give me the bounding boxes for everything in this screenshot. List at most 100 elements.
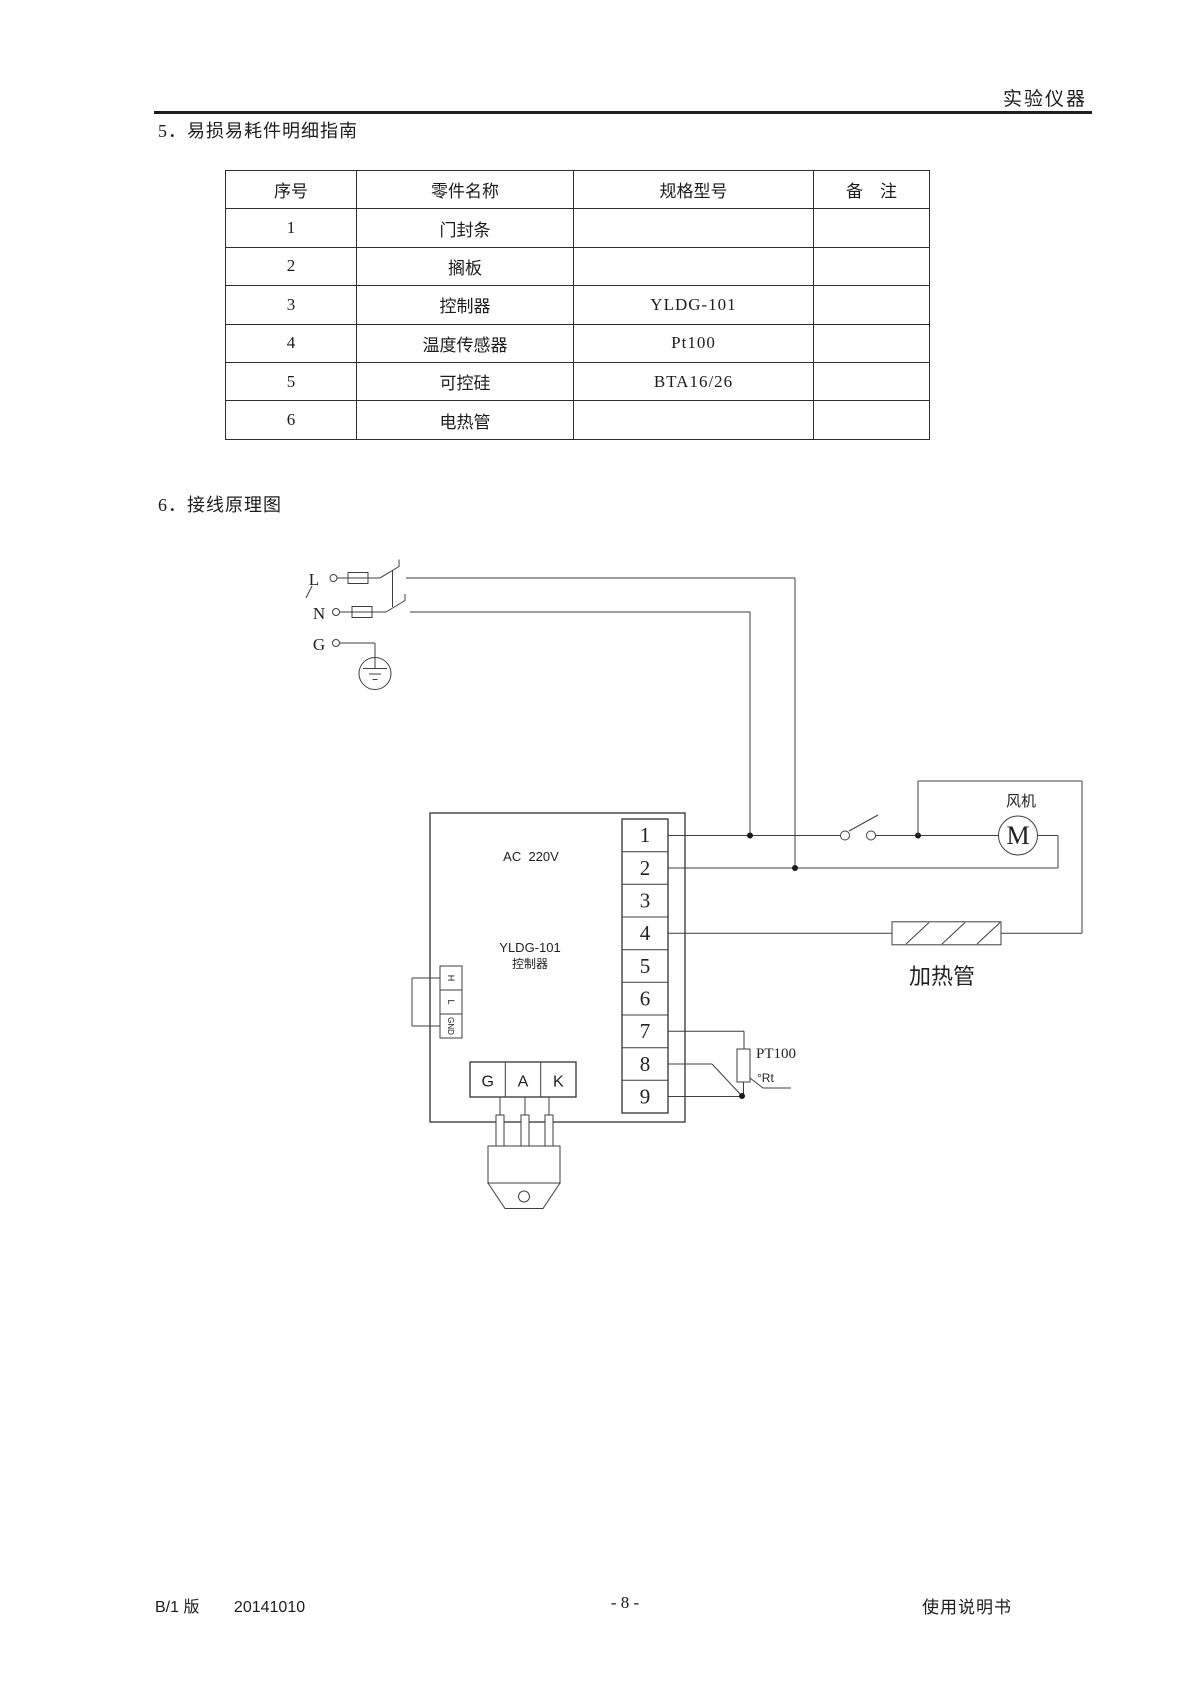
- terminal-7-label: 7: [640, 1019, 651, 1043]
- mains-input: L N G: [305, 559, 406, 690]
- cell-name: 门封条: [356, 208, 574, 248]
- cell-name: 搁板: [356, 246, 574, 287]
- gak-a-label: A: [518, 1074, 529, 1091]
- gak-g-label: G: [481, 1074, 493, 1091]
- ground-terminal-icon: [332, 639, 340, 647]
- side-port-gnd-label: GND: [446, 1017, 455, 1035]
- heater-hatch: [905, 922, 930, 945]
- table-row: 5 可控硅 BTA16/26: [225, 361, 930, 402]
- footer-date: 20141010: [233, 1599, 306, 1616]
- switch-lever-icon: [385, 600, 406, 613]
- cell-name: 控制器: [356, 285, 574, 325]
- pt100-label: PT100: [756, 1046, 796, 1062]
- footer-left: B/1 版 20141010: [155, 1593, 305, 1617]
- table-row: 4 温度传感器 Pt100: [225, 323, 930, 363]
- footer-page-number: - 8 -: [610, 1593, 640, 1612]
- fan-switch-lever: [848, 814, 879, 832]
- col-header-note: 备 注: [813, 169, 930, 210]
- cell-name: 温度传感器: [356, 323, 574, 363]
- cell-no: 5: [225, 361, 357, 402]
- footer-version: B/1 版: [155, 1599, 200, 1616]
- controller-model-label: YLDG-101: [499, 940, 560, 955]
- controller-box: AC 220V YLDG-101 控制器 H L GND: [411, 812, 686, 1123]
- switch-lever-icon: [379, 566, 400, 579]
- terminal-3-label: 3: [640, 889, 651, 913]
- table-row: 3 控制器 YLDG-101: [225, 285, 930, 325]
- cell-note: [813, 323, 930, 363]
- cell-spec: Pt100: [573, 323, 814, 363]
- rt-leader-line: [749, 1077, 764, 1089]
- sensor-circuit: PT100 °Rt: [668, 1030, 796, 1099]
- gang-slash-mark: [305, 585, 313, 599]
- table-row: 2 搁板: [225, 246, 930, 287]
- junction-dot: [747, 832, 753, 839]
- cell-name: 可控硅: [356, 361, 574, 402]
- triac-section: G A K: [469, 1061, 577, 1209]
- cell-spec: YLDG-101: [573, 285, 814, 325]
- controller-voltage-label: AC 220V: [503, 849, 559, 864]
- cell-spec: [573, 400, 814, 440]
- fuse-icon: [351, 606, 373, 618]
- triac-mount-hole: [518, 1190, 530, 1203]
- header-doc-title: 实验仪器: [1002, 89, 1087, 110]
- cell-note: [813, 246, 930, 287]
- terminal-4-label: 4: [640, 921, 651, 945]
- terminal-5-label: 5: [640, 954, 651, 978]
- cell-no: 4: [225, 323, 357, 363]
- fan-switch-icon: [866, 830, 876, 841]
- controller-outline: [429, 812, 686, 1123]
- controller-name-label: 控制器: [512, 957, 548, 971]
- gak-block-outline: [469, 1061, 577, 1098]
- motor-letter: M: [1006, 821, 1029, 850]
- junction-dot: [792, 865, 798, 871]
- heater-hatch: [941, 922, 966, 945]
- neutral-label: N: [313, 604, 325, 623]
- footer-doc-type: 使用说明书: [922, 1598, 1012, 1617]
- ground-label: G: [313, 635, 325, 654]
- cell-no: 3: [225, 285, 357, 325]
- triac-pin: [495, 1114, 505, 1149]
- parts-table: 序号 零件名称 规格型号 备 注 1 门封条 2 搁板 3 控制器 YLDG-1…: [225, 169, 930, 440]
- triac-pin: [520, 1114, 530, 1149]
- terminal-2-label: 2: [640, 856, 651, 880]
- cell-note: [813, 208, 930, 248]
- junction-dot: [739, 1093, 745, 1099]
- heater-circuit: 加热管: [668, 921, 1082, 989]
- cell-spec: [573, 246, 814, 287]
- terminal-9-label: 9: [640, 1085, 651, 1109]
- cell-no: 1: [225, 208, 357, 248]
- earth-symbol-icon: [358, 657, 392, 690]
- terminal-strip-outline: [621, 818, 669, 1114]
- terminal-strip: 1 2 3 4 5 6 7 8 9: [621, 818, 669, 1114]
- side-port-l-label: L: [446, 999, 456, 1004]
- heater-hatch: [976, 922, 1001, 945]
- triac-tab: [487, 1182, 561, 1209]
- live-terminal-icon: [329, 574, 338, 582]
- pt100-resistor-icon: [736, 1048, 751, 1083]
- live-label: L: [309, 570, 319, 589]
- fan-circuit: M 风机: [668, 780, 1083, 934]
- terminal-8-label: 8: [640, 1052, 651, 1076]
- gak-k-label: K: [553, 1074, 564, 1091]
- wire-diagonal: [711, 1063, 742, 1096]
- col-header-name: 零件名称: [356, 169, 574, 210]
- rt-label: °Rt: [757, 1071, 774, 1085]
- triac-body: [487, 1145, 561, 1184]
- neutral-terminal-icon: [332, 608, 340, 616]
- side-port-block: H L GND: [439, 965, 463, 1039]
- cell-name: 电热管: [356, 400, 574, 440]
- section5-heading: 5．易损易耗件明细指南: [158, 121, 358, 141]
- cell-no: 6: [225, 400, 357, 440]
- terminal-6-label: 6: [640, 987, 651, 1011]
- heater-label: 加热管: [909, 964, 975, 989]
- section6-heading: 6．接线原理图: [158, 495, 282, 515]
- table-row: 1 门封条: [225, 208, 930, 248]
- table-row: 6 电热管: [225, 400, 930, 440]
- header-rule: [154, 111, 1092, 114]
- terminal-1-label: 1: [640, 823, 651, 847]
- fan-switch-icon: [840, 830, 850, 841]
- fuse-icon: [347, 572, 369, 584]
- cell-note: [813, 400, 930, 440]
